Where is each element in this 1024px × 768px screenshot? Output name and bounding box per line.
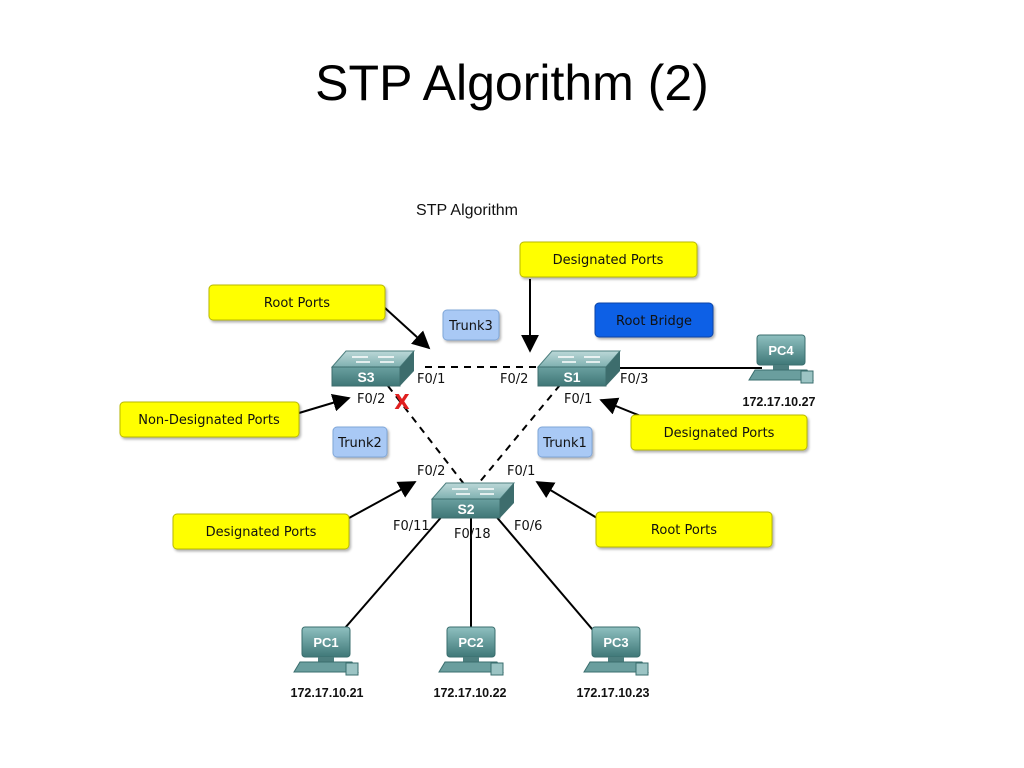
svg-text:Trunk1: Trunk1 [542, 436, 587, 451]
svg-text:Root Ports: Root Ports [651, 523, 717, 538]
port-label-s2-f06: F0/6 [514, 519, 542, 534]
svg-text:Root Bridge: Root Bridge [616, 314, 692, 329]
svg-text:Non-Designated Ports: Non-Designated Ports [138, 413, 280, 428]
root-ports-top-callout: Root Ports [208, 284, 386, 321]
svg-text:Trunk3: Trunk3 [448, 319, 493, 334]
switch-arrows-icon [558, 356, 600, 363]
trunk3-label: Trunk3 [442, 309, 500, 341]
port-label-s1-f01: F0/1 [564, 392, 592, 407]
pc3-name: PC3 [603, 635, 628, 650]
trunk2-label: Trunk2 [332, 426, 388, 458]
root-ports-right-arrow [535, 481, 598, 519]
trunk1-link [477, 384, 561, 485]
port-label-s1-f02: F0/2 [500, 372, 528, 387]
designated-ports-left-callout: Designated Ports [172, 513, 350, 550]
slide-title: STP Algorithm (2) [315, 55, 709, 111]
root-ports-right-callout: Root Ports [595, 511, 773, 548]
port-label-s2-f018: F0/18 [454, 527, 491, 542]
svg-text:S3: S3 [357, 369, 374, 385]
port-label-s3-f02: F0/2 [357, 392, 385, 407]
svg-text:Root Ports: Root Ports [264, 296, 330, 311]
designated-ports-top-callout: Designated Ports [519, 241, 698, 278]
port-label-s3-f01: F0/1 [417, 372, 445, 387]
non-designated-ports-callout: Non-Designated Ports [119, 401, 300, 438]
designated-ports-right-callout: Designated Ports [630, 414, 808, 451]
svg-text:Designated Ports: Designated Ports [553, 253, 664, 268]
pc1-name: PC1 [313, 635, 338, 650]
root-bridge-callout: Root Bridge [594, 302, 714, 338]
switch-s3[interactable]: S3 [330, 350, 416, 387]
blocked-port-x-icon: X [394, 390, 410, 414]
pc4[interactable]: PC4 [748, 334, 814, 384]
svg-text:S2: S2 [457, 501, 474, 517]
pc1-ip: 172.17.10.21 [291, 686, 364, 700]
svg-text:S1: S1 [563, 369, 580, 385]
switch-arrows-icon [452, 488, 494, 495]
root-ports-top-arrow [384, 307, 431, 350]
switch-s1[interactable]: S1 [536, 350, 622, 387]
svg-text:Designated Ports: Designated Ports [664, 426, 775, 441]
port-label-s2-f01: F0/1 [507, 464, 535, 479]
pc4-name: PC4 [768, 343, 794, 358]
svg-text:Designated Ports: Designated Ports [206, 525, 317, 540]
pc3[interactable]: PC3 [583, 626, 649, 676]
switch-arrows-icon [352, 356, 394, 363]
s2-pc1-link [337, 513, 445, 637]
non-designated-arrow [298, 394, 351, 414]
trunk1-label: Trunk1 [537, 426, 593, 458]
port-label-s2-f011: F0/11 [393, 519, 430, 534]
pc3-ip: 172.17.10.23 [577, 686, 650, 700]
switch-s2[interactable]: S2 [430, 482, 516, 519]
designated-ports-left-arrow [348, 481, 417, 519]
pc4-ip: 172.17.10.27 [743, 395, 816, 409]
svg-text:Trunk2: Trunk2 [337, 436, 382, 451]
s2-pc3-link [493, 513, 599, 637]
pc1[interactable]: PC1 [293, 626, 359, 676]
port-label-s1-f03: F0/3 [620, 372, 648, 387]
pc2-ip: 172.17.10.22 [434, 686, 507, 700]
port-label-s2-f02: F0/2 [417, 464, 445, 479]
diagram-title: STP Algorithm [416, 202, 518, 219]
pc2[interactable]: PC2 [438, 626, 504, 676]
pc2-name: PC2 [458, 635, 483, 650]
